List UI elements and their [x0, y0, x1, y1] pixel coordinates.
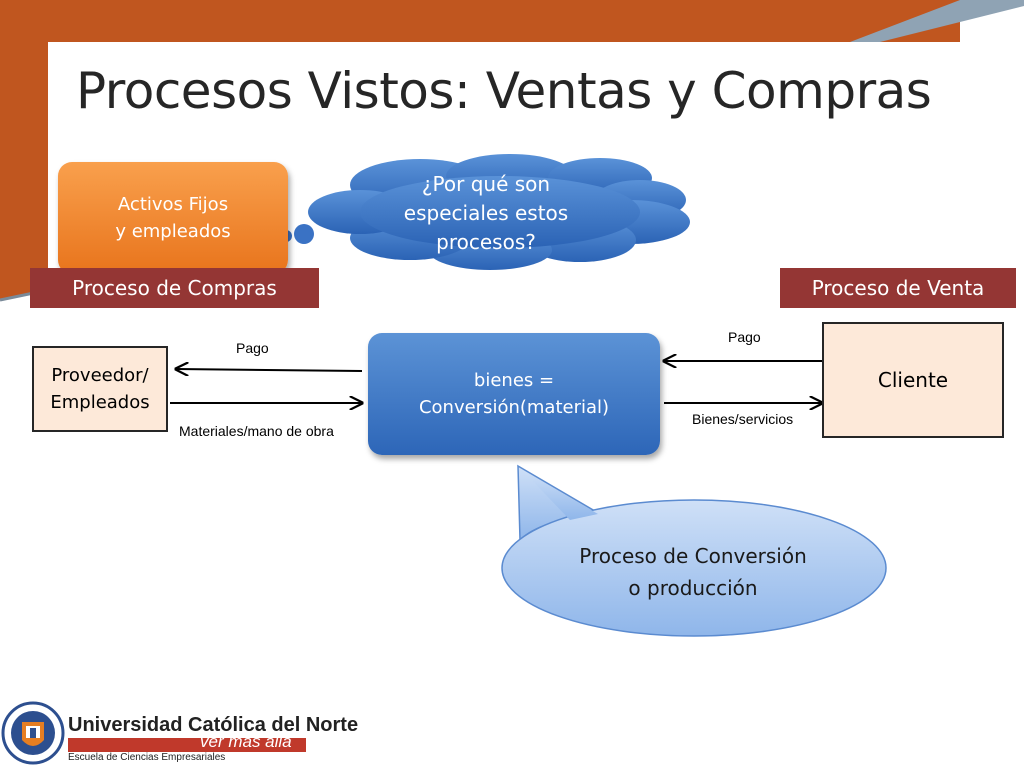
arrow-label-pago-left: Pago [236, 340, 269, 356]
callout-line1: Proceso de Conversión [579, 544, 807, 568]
university-name: Universidad Católica del Norte [68, 714, 359, 736]
cliente-box: Cliente [822, 322, 1004, 438]
proveedor-line1: Proveedor/ [51, 365, 149, 386]
arrow-label-materiales: Materiales/mano de obra [179, 423, 334, 439]
proveedor-line2: Empleados [50, 392, 150, 413]
thought-cloud-text: ¿Por qué son especiales estos procesos? [403, 172, 569, 254]
callout-bubble [501, 464, 887, 637]
proveedor-box: Proveedor/ Empleados [32, 346, 168, 432]
activos-line2: y empleados [115, 221, 231, 242]
university-seal [1, 701, 65, 765]
proceso-venta-band: Proceso de Venta [780, 268, 1016, 308]
conversion-box: bienes = Conversión(material) [368, 333, 660, 455]
tagline-bar [68, 738, 306, 752]
university-tagline: ver más allá [200, 732, 292, 751]
proceso-compras-band: Proceso de Compras [30, 268, 319, 308]
callout-line2: o producción [628, 576, 758, 600]
arrows [170, 361, 822, 403]
activos-fijos-box: Activos Fijos y empleados [58, 162, 288, 274]
slide-title: Procesos Vistos: Ventas y Compras [76, 62, 932, 120]
conversion-line2: Conversión(material) [418, 397, 610, 418]
callout-text: Proceso de Conversión o producción [548, 540, 838, 604]
activos-line1: Activos Fijos [117, 194, 229, 215]
school-name: Escuela de Ciencias Empresariales [68, 752, 226, 763]
arrow-label-bienes-servicios: Bienes/servicios [692, 411, 794, 427]
conversion-line1: bienes = [473, 370, 555, 391]
arrow-label-pago-right: Pago [728, 329, 761, 345]
slide-frame [0, 0, 1024, 302]
arrow-pago-left [176, 369, 363, 371]
